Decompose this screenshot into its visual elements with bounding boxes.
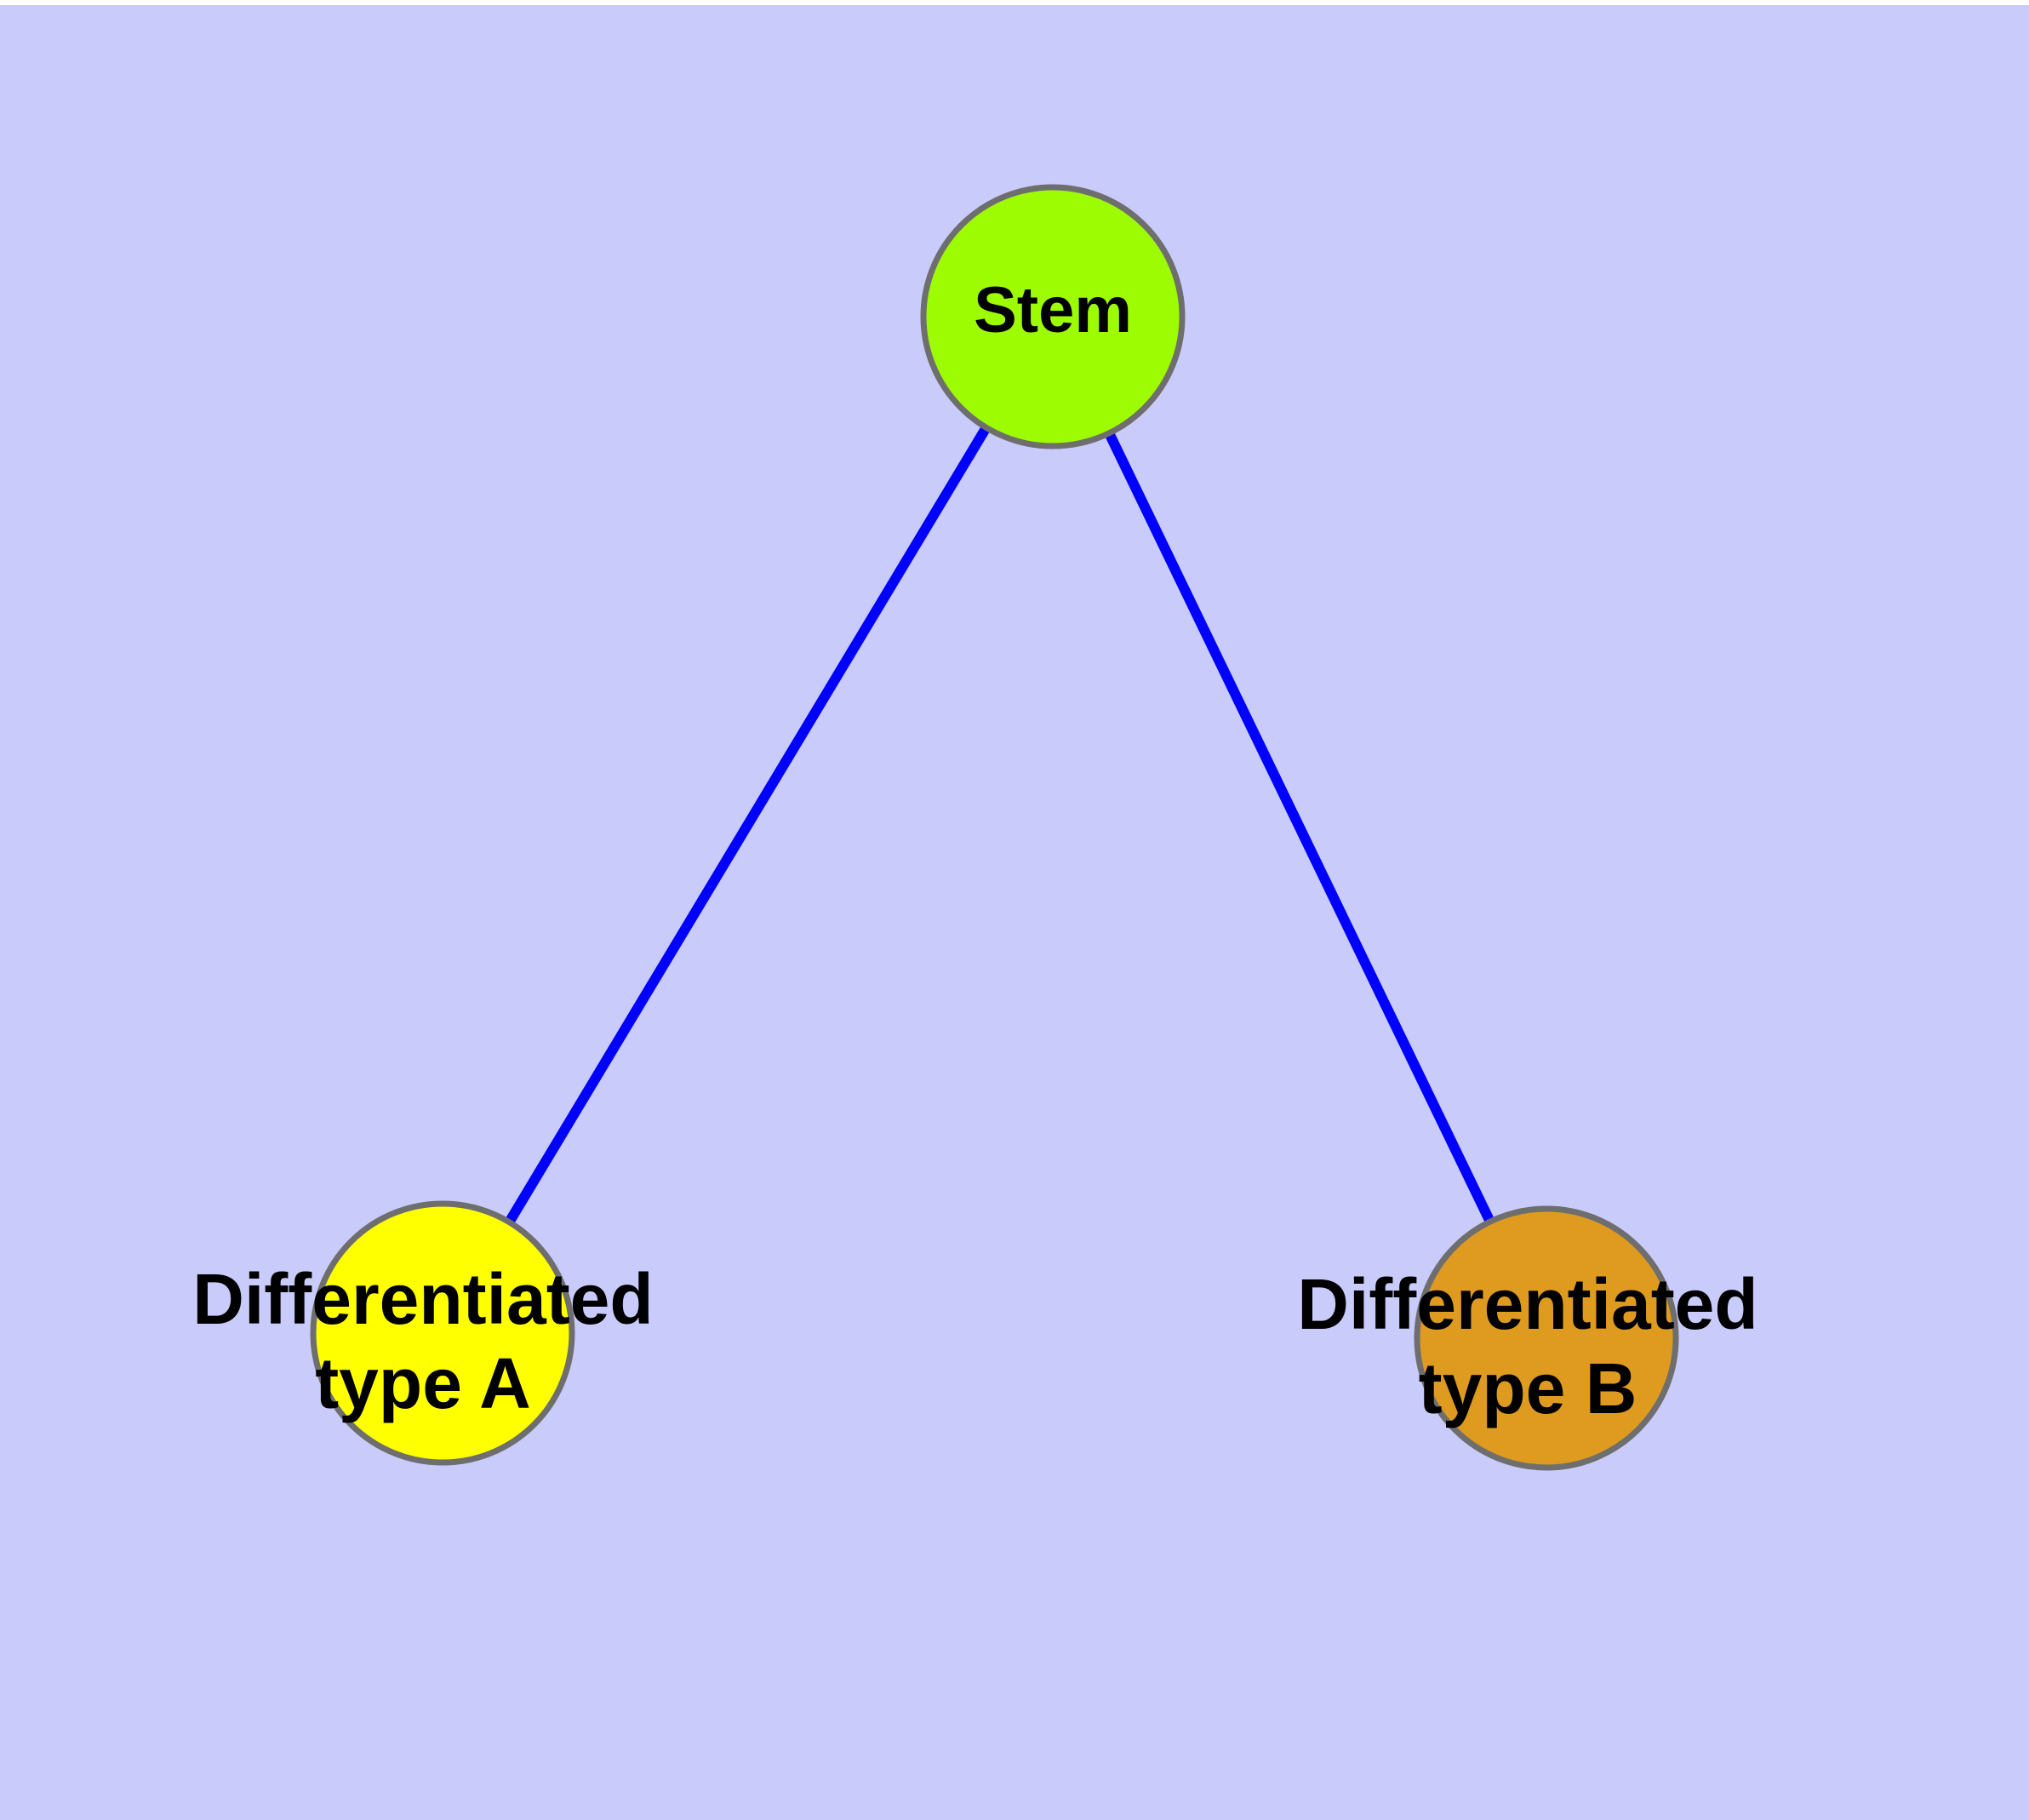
node-differentiated-type-b[interactable] <box>1414 1205 1679 1471</box>
edge-layer <box>437 313 1552 1341</box>
node-stem[interactable] <box>920 184 1186 449</box>
node-differentiated-type-a[interactable] <box>310 1200 575 1466</box>
edge-stem-to-differentiated-a[interactable] <box>437 313 1058 1336</box>
edge-stem-to-differentiated-b[interactable] <box>1048 314 1552 1341</box>
node-layer <box>310 184 1679 1471</box>
